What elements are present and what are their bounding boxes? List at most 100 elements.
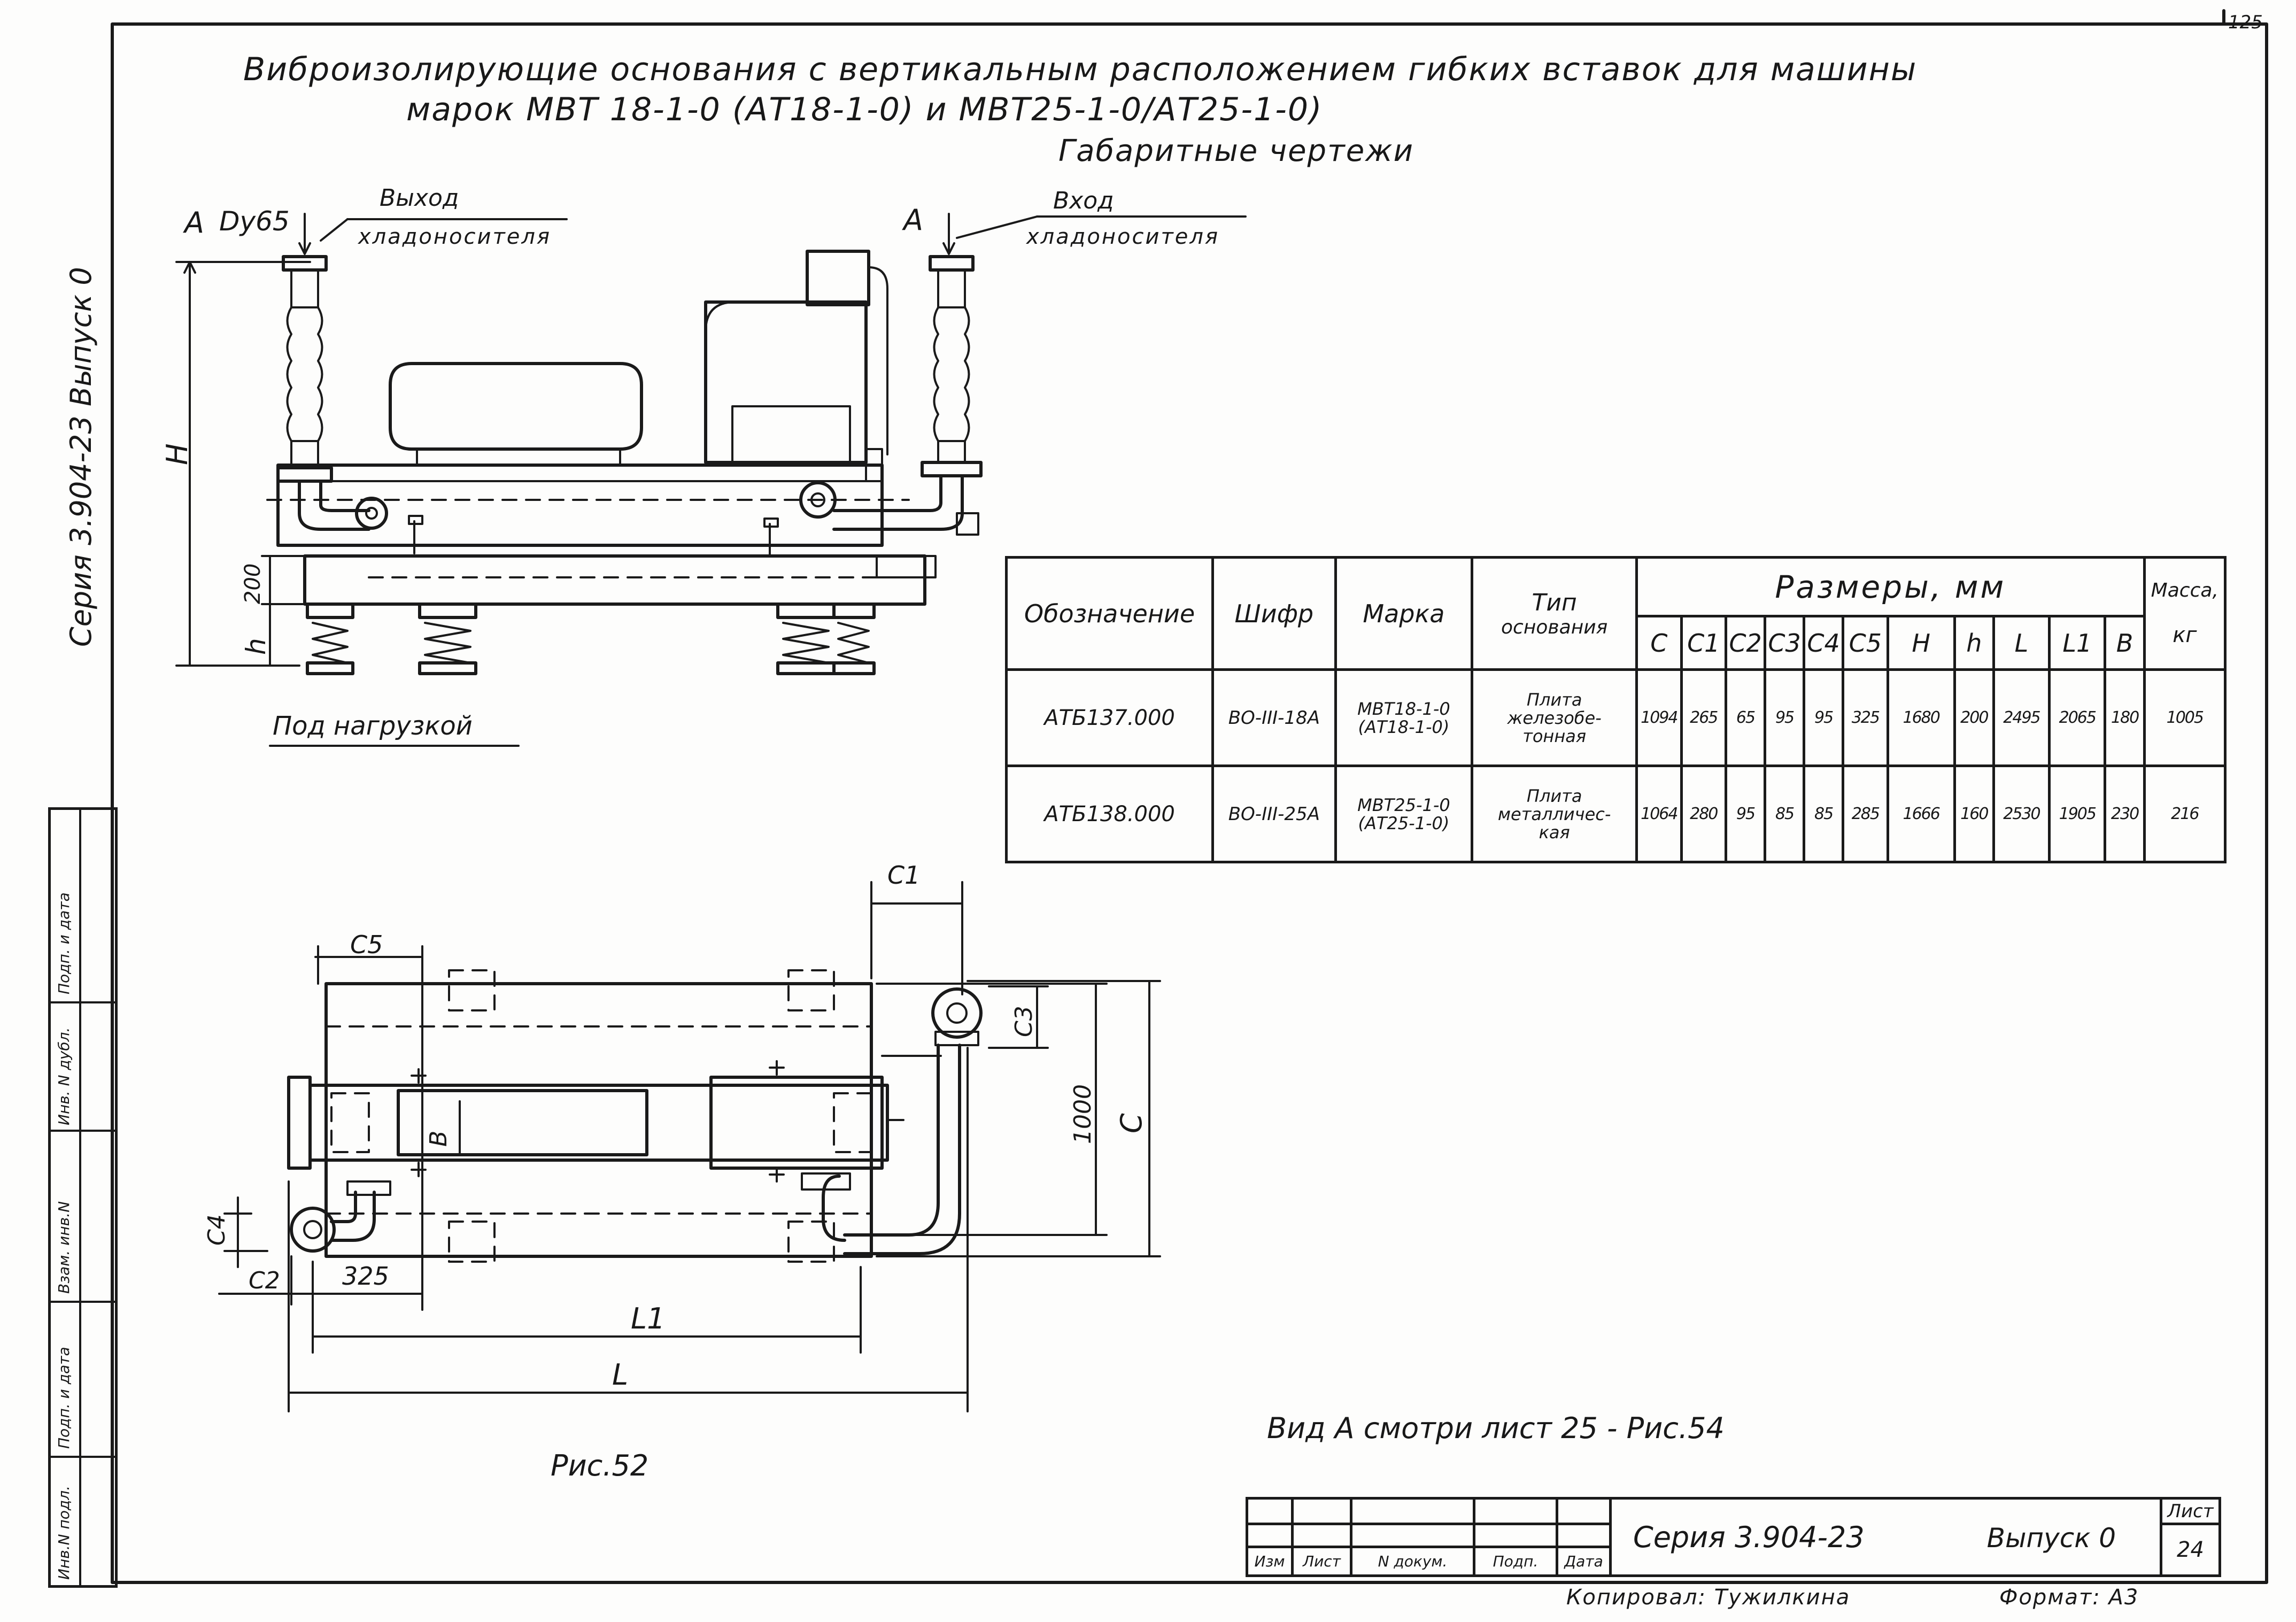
page-corner-number: 125 — [2228, 12, 2263, 33]
col-mass-line-1: Масса, — [2151, 580, 2218, 601]
figure-caption: Рис.52 — [551, 1449, 649, 1482]
title-block: Серия 3.904-23 Выпуск 0 Лист 24 Изм Лист… — [1246, 1496, 2221, 1577]
title-line-1: Виброизолирующие основания с вертикальны… — [243, 51, 1918, 88]
cell-h: 160 — [1953, 764, 1995, 863]
cell-H: 1666 — [1886, 764, 1956, 863]
dim-label-C2: C2 — [249, 1267, 280, 1294]
col-dim-C1: C1 — [1680, 615, 1728, 671]
dim-label-L: L — [612, 1358, 629, 1392]
col-dim-C5: C5 — [1842, 615, 1889, 671]
cell-type: Плита железобе- тонная — [1471, 668, 1638, 767]
cell-L1: 1905 — [2048, 764, 2107, 863]
table-header-row-1: Обозначение Шифр Марка Тип основания Раз… — [1004, 556, 2227, 671]
view-a-note: Вид А смотри лист 25 - Рис.54 — [1267, 1411, 1725, 1445]
cell-type-line-1: Плита — [1526, 785, 1582, 806]
cell-C: 1094 — [1635, 668, 1683, 767]
cell-mass: 1005 — [2143, 668, 2227, 767]
cell-type-line-1: Плита — [1526, 689, 1582, 710]
label-a-right: А — [903, 203, 923, 237]
outlet-label-1: Выход — [380, 184, 459, 212]
col-dim-C3: C3 — [1764, 615, 1806, 671]
dim-label-C1: C1 — [887, 861, 921, 890]
col-dim-h: h — [1953, 615, 1995, 671]
under-load-label: Под нагрузкой — [273, 711, 473, 741]
cell-C4: 95 — [1803, 668, 1845, 767]
cell-brand-line-1: МВТ25-1-0 — [1357, 794, 1450, 815]
inlet-label-2: хладоносителя — [1026, 225, 1220, 249]
dim-label-325: 325 — [342, 1262, 389, 1291]
cell-h: 200 — [1953, 668, 1995, 767]
stamp-sheet-number: 24 — [2160, 1523, 2221, 1577]
cell-H: 1680 — [1886, 668, 1956, 767]
stamp-sheet-label: Лист — [2160, 1496, 2221, 1526]
cell-L1: 2065 — [2048, 668, 2107, 767]
table-header-row-2: C C1 C2 C3 C4 C5 H h L L1 B — [1007, 615, 2225, 671]
stamp-col-doc: N докум. — [1350, 1546, 1475, 1577]
dim-label-C5: C5 — [350, 930, 383, 959]
title-line-2: марок МВТ 18-1-0 (АТ18-1-0) и МВТ25-1-0/… — [406, 91, 1323, 128]
dim-label-C: C — [1115, 1113, 1148, 1133]
cell-B: 230 — [2104, 764, 2146, 863]
cell-code: ВО-III-25А — [1211, 764, 1337, 863]
side-approval-strip: Инв.N подл. Подп. и дата Взам. инв.N Инв… — [48, 807, 118, 1588]
dim-label-1000: 1000 — [1069, 1084, 1096, 1144]
col-dim-C4: C4 — [1803, 615, 1845, 671]
cell-C5: 325 — [1842, 668, 1889, 767]
spec-table: Обозначение Шифр Марка Тип основания Раз… — [1004, 556, 2227, 863]
cell-B: 180 — [2104, 668, 2146, 767]
title-line-3: Габаритные чертежи — [1058, 134, 1414, 168]
cell-C3: 85 — [1764, 764, 1806, 863]
cell-C5: 285 — [1842, 764, 1889, 863]
dim-label-C4: C4 — [203, 1214, 230, 1246]
cell-C: 1064 — [1635, 764, 1683, 863]
stamp-col-rev: Изм — [1246, 1546, 1294, 1577]
spring-2 — [418, 603, 477, 675]
outlet-label-2: хладоносителя — [358, 225, 552, 249]
stamp-col-sheet: Лист — [1291, 1546, 1352, 1577]
stamp-col-sign: Подп. — [1473, 1546, 1558, 1577]
cell-L: 2530 — [1992, 764, 2051, 863]
label-a-left: А — [184, 206, 204, 240]
cell-brand-line-1: МВТ18-1-0 — [1357, 698, 1450, 719]
stamp-col-date: Дата — [1556, 1546, 1612, 1577]
cell-type-line-2: металличес- — [1497, 804, 1611, 824]
cell-C2: 65 — [1724, 668, 1767, 767]
col-mass-line-2: кг — [2173, 623, 2197, 647]
dim-label-C3: C3 — [1010, 1006, 1038, 1037]
col-dim-L1: L1 — [2048, 615, 2107, 671]
col-type-line-2: основания — [1501, 616, 1608, 638]
cell-brand: МВТ18-1-0 (АТ18-1-0) — [1334, 668, 1474, 767]
cell-C1: 280 — [1680, 764, 1728, 863]
col-type: Тип основания — [1471, 556, 1638, 671]
spring-1 — [306, 603, 354, 675]
col-designation: Обозначение — [1004, 556, 1215, 671]
cell-C1: 265 — [1680, 668, 1728, 767]
cell-type-line-3: кая — [1539, 822, 1570, 843]
cell-type-line-3: тонная — [1522, 725, 1587, 746]
cell-type: Плита металличес- кая — [1471, 764, 1638, 863]
col-dim-B: B — [2104, 615, 2146, 671]
col-dim-C2: C2 — [1724, 615, 1767, 671]
format-label: Формат: А3 — [1999, 1585, 2139, 1610]
cell-L: 2495 — [1992, 668, 2051, 767]
cell-designation: АТБ138.000 — [1004, 764, 1215, 863]
col-dim-C: C — [1635, 615, 1683, 671]
cell-brand-line-2: (АТ25-1-0) — [1358, 813, 1450, 833]
table-row: АТБ138.000 ВО-III-25А МВТ25-1-0 (АТ25-1-… — [1004, 764, 2227, 863]
col-type-line-1: Тип — [1532, 589, 1577, 616]
cell-brand: МВТ25-1-0 (АТ25-1-0) — [1334, 764, 1474, 863]
stamp-main: Серия 3.904-23 Выпуск 0 — [1609, 1497, 2162, 1577]
col-mass: Масса, кг — [2143, 556, 2227, 671]
col-code: Шифр — [1211, 556, 1337, 671]
cell-C3: 95 — [1764, 668, 1806, 767]
spring-4 — [832, 603, 876, 675]
cell-C4: 85 — [1803, 764, 1845, 863]
copied-by: Копировал: Тужилкина — [1566, 1585, 1851, 1610]
cell-brand-line-2: (АТ18-1-0) — [1358, 716, 1450, 737]
dim-label-L1: L1 — [631, 1302, 666, 1335]
label-dn65: Dу65 — [219, 206, 290, 237]
col-dims-group: Размеры, мм — [1635, 556, 2146, 617]
